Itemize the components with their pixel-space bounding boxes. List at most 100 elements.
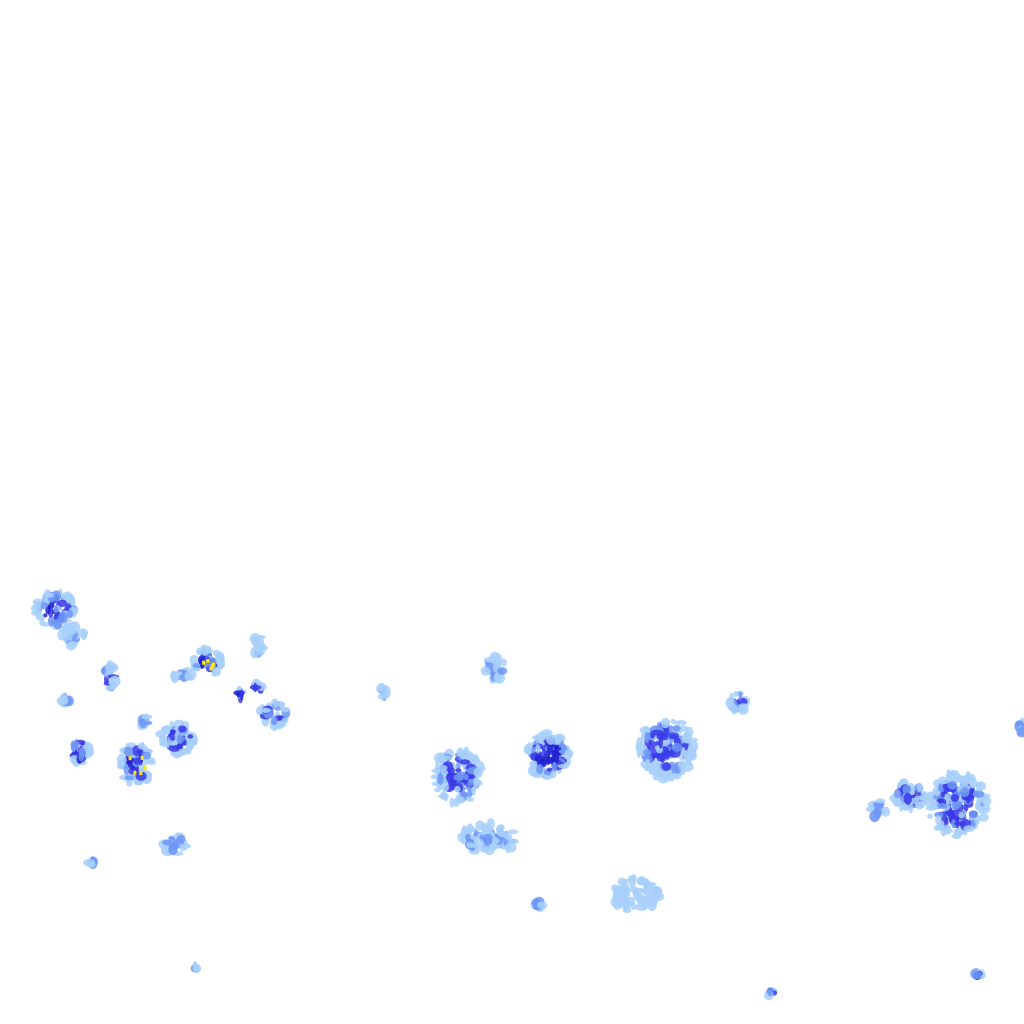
- echo-pixel: [547, 742, 554, 754]
- echo-pixel: [141, 751, 151, 760]
- precipitation-cell: [31, 588, 79, 631]
- echo-pixel: [652, 753, 662, 759]
- echo-pixel: [253, 682, 258, 693]
- echo-pixel: [644, 731, 650, 744]
- echo-pixel: [925, 805, 938, 811]
- precipitation-cell: [189, 644, 226, 677]
- echo-pixel: [123, 746, 134, 757]
- echo-pixel: [537, 901, 548, 910]
- echo-pixel: [176, 834, 186, 844]
- echo-pixel: [940, 791, 945, 798]
- echo-pixel: [672, 725, 681, 733]
- echo-pixel: [473, 767, 484, 778]
- echo-pixel: [531, 746, 536, 754]
- echo-pixel: [1021, 723, 1024, 729]
- echo-pixel: [56, 696, 69, 706]
- echo-pixel: [465, 833, 471, 842]
- echo-pixel: [273, 698, 278, 708]
- echo-pixel: [505, 842, 517, 853]
- precipitation-cell: [480, 651, 508, 684]
- echo-pixel: [67, 609, 73, 619]
- precipitation-cell: [249, 632, 268, 659]
- echo-pixel: [249, 632, 261, 644]
- echo-pixel: [642, 887, 648, 895]
- echo-pixel: [187, 734, 194, 739]
- echo-pixel: [439, 791, 448, 801]
- echo-pixel: [162, 839, 174, 846]
- echo-pixel: [557, 764, 570, 769]
- echo-pixel: [644, 758, 651, 771]
- echo-pixel: [902, 785, 912, 794]
- echo-pixel: [439, 764, 448, 771]
- echo-pixel: [68, 622, 78, 629]
- echo-pixel: [471, 786, 476, 795]
- echo-pixel: [454, 785, 461, 793]
- echo-pixel: [453, 773, 465, 782]
- precipitation-cell: [190, 961, 202, 973]
- echo-pixel: [663, 749, 670, 760]
- echo-pixel: [211, 666, 222, 677]
- echo-pixel: [649, 739, 655, 747]
- precipitation-cell: [523, 729, 574, 780]
- echo-pixel: [680, 746, 686, 757]
- precipitation-cell: [530, 896, 548, 913]
- echo-pixel: [657, 772, 670, 784]
- echo-pixel: [493, 671, 506, 684]
- echo-pixel: [916, 782, 923, 792]
- extreme-echo-pixel: [140, 755, 144, 760]
- echo-pixel: [943, 824, 952, 835]
- echo-pixel: [638, 876, 646, 882]
- echo-pixel: [61, 591, 73, 601]
- precipitation-cell: [155, 719, 198, 759]
- echo-pixel: [552, 761, 557, 772]
- echo-pixel: [81, 631, 87, 641]
- echo-pixel: [643, 749, 652, 756]
- echo-pixel: [504, 833, 513, 841]
- echo-pixel: [550, 754, 560, 765]
- echo-pixel: [169, 730, 176, 741]
- echo-pixel: [158, 734, 166, 746]
- echo-pixel: [192, 663, 202, 669]
- echo-pixel: [737, 703, 749, 715]
- echo-pixel: [881, 807, 886, 815]
- echo-pixel: [437, 773, 444, 786]
- echo-pixel: [53, 606, 59, 614]
- precipitation-cell: [170, 666, 197, 684]
- echo-pixel: [649, 890, 657, 898]
- echo-pixel: [168, 845, 178, 856]
- echo-pixel: [551, 749, 558, 755]
- extreme-echo-pixel: [211, 662, 215, 667]
- echo-pixel: [87, 861, 96, 868]
- precipitation-cell: [256, 698, 291, 731]
- echo-pixel: [450, 779, 456, 788]
- echo-pixel: [133, 757, 143, 765]
- echo-pixel: [255, 645, 261, 653]
- echo-pixel: [34, 604, 41, 615]
- echo-pixel: [1016, 726, 1024, 738]
- echo-pixel: [78, 751, 84, 762]
- echo-pixel: [500, 658, 507, 667]
- echo-pixel: [184, 672, 189, 680]
- precipitation-cell: [635, 717, 699, 784]
- echo-pixel: [952, 800, 962, 809]
- echo-pixel: [612, 898, 622, 910]
- echo-pixel: [449, 797, 455, 808]
- echo-pixel: [636, 896, 643, 904]
- echo-pixel: [84, 753, 91, 759]
- echo-pixel: [541, 748, 546, 757]
- echo-pixel: [675, 766, 680, 771]
- echo-pixel: [901, 803, 909, 811]
- echo-pixel: [686, 748, 695, 758]
- echo-pixel: [635, 741, 645, 754]
- extreme-echo-pixel: [133, 770, 137, 775]
- echo-pixel: [178, 748, 188, 755]
- echo-pixel: [873, 807, 882, 818]
- echo-pixel: [563, 751, 573, 760]
- echo-pixel: [903, 792, 913, 805]
- echo-pixel: [146, 760, 156, 765]
- echo-pixel: [627, 896, 636, 905]
- echo-pixel: [728, 696, 735, 701]
- echo-pixel: [954, 821, 966, 826]
